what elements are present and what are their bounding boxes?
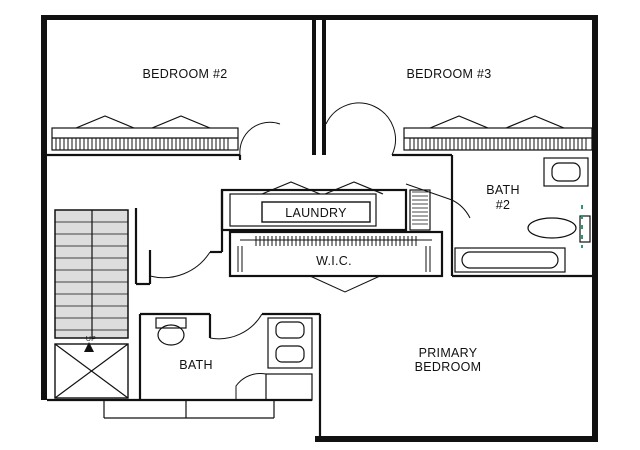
bath2-room: BATH #2 — [405, 155, 592, 278]
bedroom3-label: BEDROOM #3 — [407, 67, 492, 81]
bath2-vanity — [543, 157, 589, 187]
bedroom2-door-swing — [239, 121, 281, 156]
hall-bath-label: BATH — [179, 358, 213, 372]
bath2-door-swing — [405, 183, 471, 219]
bedroom3-closet — [403, 115, 593, 151]
laundry-label: LAUNDRY — [285, 206, 347, 220]
primary-bedroom-label-line1: PRIMARY — [419, 346, 478, 360]
walk-in-closet: W.I.C. — [228, 230, 444, 293]
hall-bath-room: BATH — [138, 312, 322, 436]
bedroom-divider-wall — [312, 20, 326, 155]
bath2-toilet — [527, 217, 577, 239]
hall-bath-closet-door — [235, 373, 267, 400]
up-arrow-icon — [84, 342, 94, 352]
laundry-room: LAUNDRY — [220, 181, 431, 232]
laundry-door-swing — [149, 251, 211, 279]
bath2-label-line2: #2 — [496, 198, 511, 212]
bedroom2-closet — [51, 115, 239, 151]
bath2-label-line1: BATH — [486, 183, 520, 197]
wic-label: W.I.C. — [316, 254, 352, 268]
hall-walls — [134, 190, 224, 286]
toilet-tank — [155, 317, 187, 329]
primary-bedroom-label-line2: BEDROOM — [415, 360, 482, 374]
wic-door-swing — [309, 275, 381, 293]
bath2-toilet-tank — [579, 215, 591, 243]
hall-vanity — [267, 317, 313, 369]
bedroom-south-walls — [47, 102, 452, 160]
bath2-tub — [454, 247, 566, 273]
toilet-bowl — [157, 324, 185, 346]
stairs-up-label: UP — [86, 336, 96, 343]
bedroom3-door-swing — [325, 102, 396, 156]
bedroom2-label: BEDROOM #2 — [143, 67, 228, 81]
hall-bath-door-swing — [209, 313, 263, 340]
bath2-sink — [551, 162, 581, 182]
linen-closet — [265, 373, 313, 401]
stairs: UP — [54, 209, 129, 399]
